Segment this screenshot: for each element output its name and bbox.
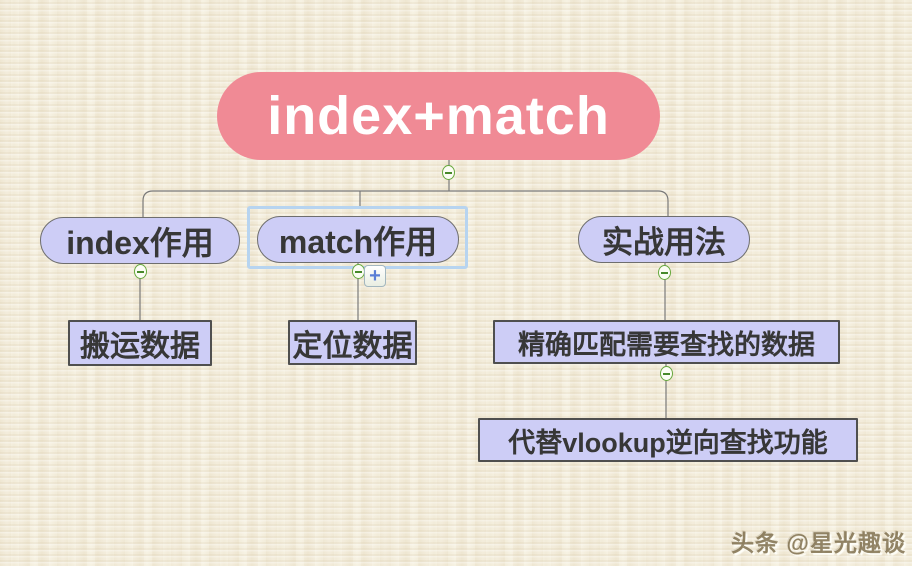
watermark: 头条 @星光趣谈 bbox=[731, 530, 906, 556]
node-practical-usage[interactable]: 实战用法 bbox=[578, 216, 750, 263]
root-node[interactable]: index+match bbox=[217, 72, 660, 160]
collapse-icon[interactable] bbox=[660, 366, 673, 381]
node-replace-vlookup[interactable]: 代替vlookup逆向查找功能 bbox=[478, 418, 858, 462]
node-locate-data[interactable]: 定位数据 bbox=[288, 320, 417, 365]
node-exact-match-data[interactable]: 精确匹配需要查找的数据 bbox=[493, 320, 840, 364]
collapse-icon[interactable] bbox=[134, 264, 147, 279]
node-match-purpose[interactable]: match作用 bbox=[257, 216, 459, 263]
add-subtopic-button[interactable]: + bbox=[364, 265, 386, 287]
node-move-data[interactable]: 搬运数据 bbox=[68, 320, 212, 366]
collapse-icon[interactable] bbox=[442, 165, 455, 180]
collapse-icon[interactable] bbox=[658, 265, 671, 280]
node-index-purpose[interactable]: index作用 bbox=[40, 217, 240, 264]
